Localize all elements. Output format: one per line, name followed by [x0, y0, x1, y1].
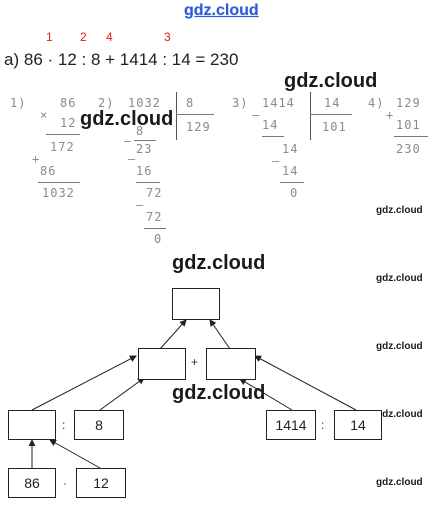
calc-3-divider	[310, 92, 311, 140]
tree-divisor-2-box: 14	[334, 410, 382, 440]
arrow-divisor2-to-right	[254, 355, 357, 411]
calc-3-minus-1: –	[252, 108, 261, 122]
calc-2-number: 2)	[98, 96, 115, 110]
calc-2-line-1	[134, 140, 156, 141]
calc-1-line-1	[46, 134, 80, 135]
calc-4-a: 129	[396, 96, 421, 110]
watermark-4: gdz.cloud	[172, 382, 266, 404]
calc-2-step-1: 8	[136, 124, 145, 138]
order-mark-4: 3	[164, 30, 171, 44]
calc-2-line-3	[144, 228, 166, 229]
calc-1-result: 1032	[42, 186, 75, 200]
watermark-small-2: gdz.cloud	[376, 273, 423, 284]
arrow-div1-to-left	[99, 377, 145, 411]
calc-1-p2: 86	[40, 164, 57, 178]
watermark-small-4: gdz.cloud	[376, 409, 423, 420]
expression-label: а)	[4, 50, 20, 69]
watermark-top: gdz.cloud	[184, 2, 259, 19]
calc-2-step-5: 72	[146, 210, 163, 224]
calc-1-number: 1)	[10, 96, 27, 110]
calc-2-minus-1: –	[124, 134, 133, 148]
calc-2-step-4: 72	[146, 186, 163, 200]
calc-3-quotient: 101	[322, 120, 347, 134]
calc-1-line-2	[38, 182, 80, 183]
calc-3-minus-2: –	[272, 154, 281, 168]
tree-op-mul: ·	[63, 476, 67, 490]
watermark-small-5: gdz.cloud	[376, 477, 423, 488]
calc-2-divider	[176, 92, 177, 140]
watermark-3: gdz.cloud	[172, 252, 266, 274]
calc-3-step-3: 14	[282, 164, 299, 178]
calc-1-p1: 172	[50, 140, 75, 154]
calc-4-number: 4)	[368, 96, 385, 110]
calc-2-line-2	[136, 182, 160, 183]
tree-right-box	[206, 348, 256, 380]
calc-2-minus-3: –	[136, 198, 145, 212]
arrow-quot1-to-left	[31, 355, 137, 411]
tree-dividend-2-box: 1414	[266, 410, 316, 440]
watermark-2: gdz.cloud	[80, 108, 174, 130]
calc-2-step-6: 0	[154, 232, 163, 246]
tree-left-box	[138, 348, 186, 380]
tree-divisor-1-box: 8	[74, 410, 124, 440]
calc-3-line-1	[262, 136, 284, 137]
tree-quotient-1-box	[8, 410, 56, 440]
calc-1-a: 86	[60, 96, 77, 110]
calc-4-b: 101	[396, 118, 421, 132]
calc-1-b: 12	[60, 116, 77, 130]
calc-3-line-2	[280, 182, 304, 183]
order-mark-2: 2	[80, 30, 87, 44]
arrow-leafb-to-quot1	[49, 439, 101, 469]
calc-3-divisor: 14	[324, 96, 341, 110]
calc-3-step-4: 0	[290, 186, 299, 200]
expression: а) 86 · 12 : 8 + 1414 : 14 = 230	[4, 50, 238, 70]
order-mark-1: 1	[46, 30, 53, 44]
calc-2-step-3: 16	[136, 164, 153, 178]
watermark-1: gdz.cloud	[284, 70, 378, 92]
watermark-small-3: gdz.cloud	[376, 341, 423, 352]
expression-text: 86 · 12 : 8 + 1414 : 14 = 230	[23, 50, 239, 69]
calc-3-number: 3)	[232, 96, 249, 110]
tree-op-div-2: :	[321, 418, 325, 432]
tree-root-box	[172, 288, 220, 320]
calc-2-quotient: 129	[186, 120, 211, 134]
calc-3-quotient-line	[310, 114, 352, 115]
calc-4-line	[394, 136, 428, 137]
calc-2-quotient-line	[176, 114, 214, 115]
arrow-right-to-root	[209, 319, 231, 350]
tree-op-plus: +	[191, 355, 199, 369]
arrow-left-to-root	[159, 319, 187, 350]
arrow-dividend2-to-right	[239, 378, 293, 411]
calc-1-op: ×	[40, 108, 49, 122]
calc-1-plus: +	[32, 152, 41, 166]
calc-4-op: +	[386, 108, 395, 122]
calc-2-dividend: 1032	[128, 96, 161, 110]
calc-3-step-2: 14	[282, 142, 299, 156]
calc-3-dividend: 1414	[262, 96, 295, 110]
calc-2-minus-2: –	[128, 152, 137, 166]
tree-leaf-a-box: 86	[8, 468, 56, 498]
calc-3-step-1: 14	[262, 118, 279, 132]
calc-4-result: 230	[396, 142, 421, 156]
calc-2-divisor: 8	[186, 96, 195, 110]
tree-leaf-b-box: 12	[76, 468, 126, 498]
watermark-small-1: gdz.cloud	[376, 205, 423, 216]
order-mark-3: 4	[106, 30, 113, 44]
calc-2-step-2: 23	[136, 142, 153, 156]
tree-op-div-1: :	[62, 418, 66, 432]
